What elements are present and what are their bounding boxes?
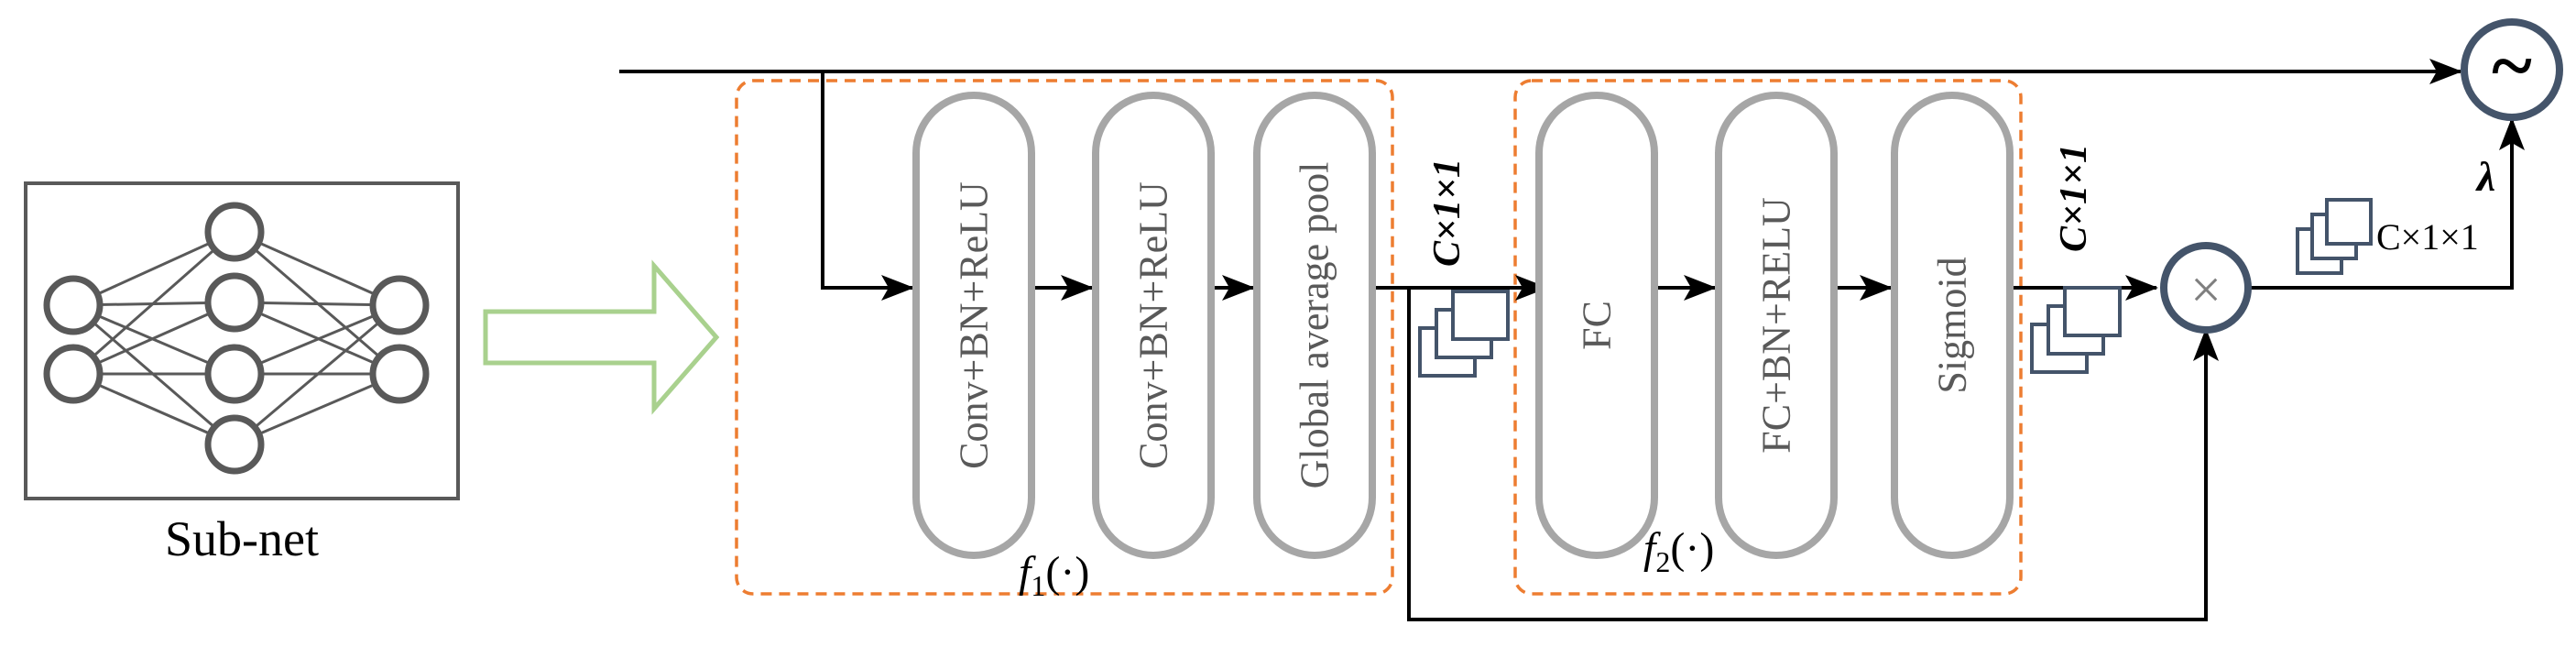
lambda-label: λ [2475,153,2495,200]
approx-icon: ~ [2492,24,2532,109]
subnet-panel: Sub-net [24,181,460,566]
group-f2-box [1513,79,2023,596]
group-f1-label: f1(·) [1019,548,1089,602]
multiply-icon: × [2190,259,2221,320]
block-fc: FC [1535,92,1658,559]
dim-label-after-sigmoid: C×1×1 [2053,144,2095,252]
block-label: FC+BN+RELU [1754,197,1799,453]
feature-map-stack-icon [1418,290,1510,378]
block-label: FC [1575,301,1620,350]
approx-operator: ~ [2461,18,2563,121]
block-label: Conv+BN+ReLU [952,181,997,469]
dim-label-after-pool: C×1×1 [1426,159,1468,267]
block-conv-bn-relu-1: Conv+BN+ReLU [912,92,1035,559]
subnet-label: Sub-net [165,511,319,566]
feature-map-stack-icon [2296,198,2373,275]
block-global-average-pool: Global average pool [1253,92,1376,559]
block-label: Global average pool [1293,162,1337,489]
block-sigmoid: Sigmoid [1891,92,2014,559]
group-f2-label: f2(·) [1643,524,1714,578]
block-fc-bn-relu: FC+BN+RELU [1715,92,1838,559]
block-conv-bn-relu-2: Conv+BN+ReLU [1092,92,1215,559]
feature-map-stack-icon [2030,286,2122,374]
dim-label-after-multiply: C×1×1 [2376,216,2479,258]
connections [619,59,2525,621]
block-label: Sigmoid [1930,257,1975,393]
group-f1-box [735,79,1394,596]
multiply-operator: × [2160,242,2252,334]
neural-network-icon [43,202,430,475]
block-label: Conv+BN+ReLU [1131,181,1176,469]
hollow-arrow-icon [483,259,720,415]
